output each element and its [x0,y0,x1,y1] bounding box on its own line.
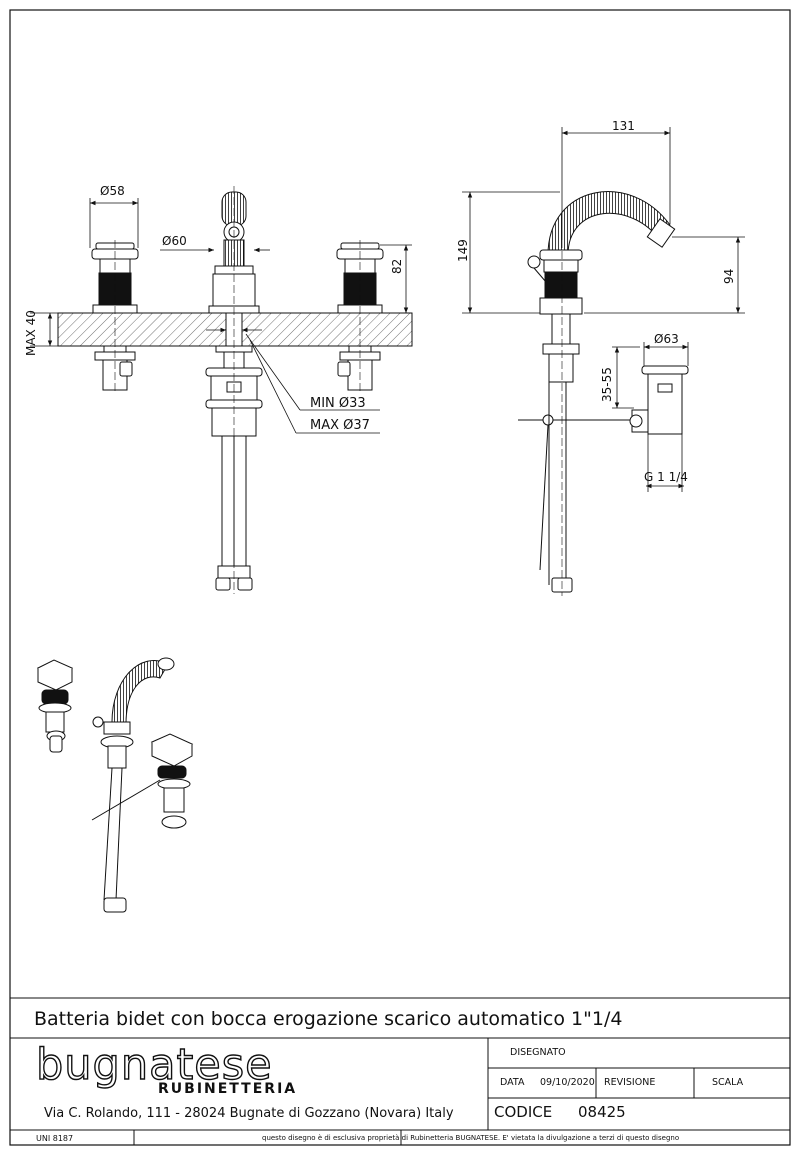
dim-d63: Ø63 [654,332,679,346]
data-label: DATA [500,1077,525,1088]
codice-label: CODICE [494,1103,553,1121]
front-view [57,186,413,594]
left-valve [91,240,139,394]
dim-35-55: 35-55 [600,367,614,402]
dim-max40: MAX 40 [24,310,38,356]
right-valve [336,240,384,394]
side-dimensions [462,127,745,492]
drawing-title: Batteria bidet con bocca erogazione scar… [34,1008,623,1030]
title-block [10,997,790,1145]
codice-value: 08425 [578,1103,626,1121]
company-address: Via C. Rolando, 111 - 28024 Bugnate di G… [44,1106,454,1121]
dim-g114: G 1 1/4 [644,470,688,484]
scala-label: SCALA [712,1077,744,1088]
footer-standard: UNI 8187 [36,1134,74,1143]
spout-front [205,186,263,594]
company-logo: bugnatese [35,1039,273,1090]
dim-94: 94 [722,268,736,284]
company-subtitle: RUBINETTERIA [158,1081,298,1097]
isometric-view [36,657,194,913]
dim-min33: MIN Ø33 [310,396,366,411]
revisione-label: REVISIONE [604,1077,656,1088]
dim-131: 131 [612,119,635,133]
front-dimensions [30,198,412,434]
dim-149: 149 [456,239,470,262]
drawing-frame [9,9,791,1146]
disegnato-label: DISEGNATO [510,1047,566,1058]
dim-82: 82 [390,258,404,274]
footer-notice: questo disegno è di esclusiva proprietà … [262,1134,680,1142]
data-value: 09/10/2020 [540,1077,595,1088]
side-view [518,191,689,596]
dim-d60: Ø60 [162,234,187,248]
dim-max37: MAX Ø37 [310,418,370,433]
dim-d58: Ø58 [100,184,125,198]
